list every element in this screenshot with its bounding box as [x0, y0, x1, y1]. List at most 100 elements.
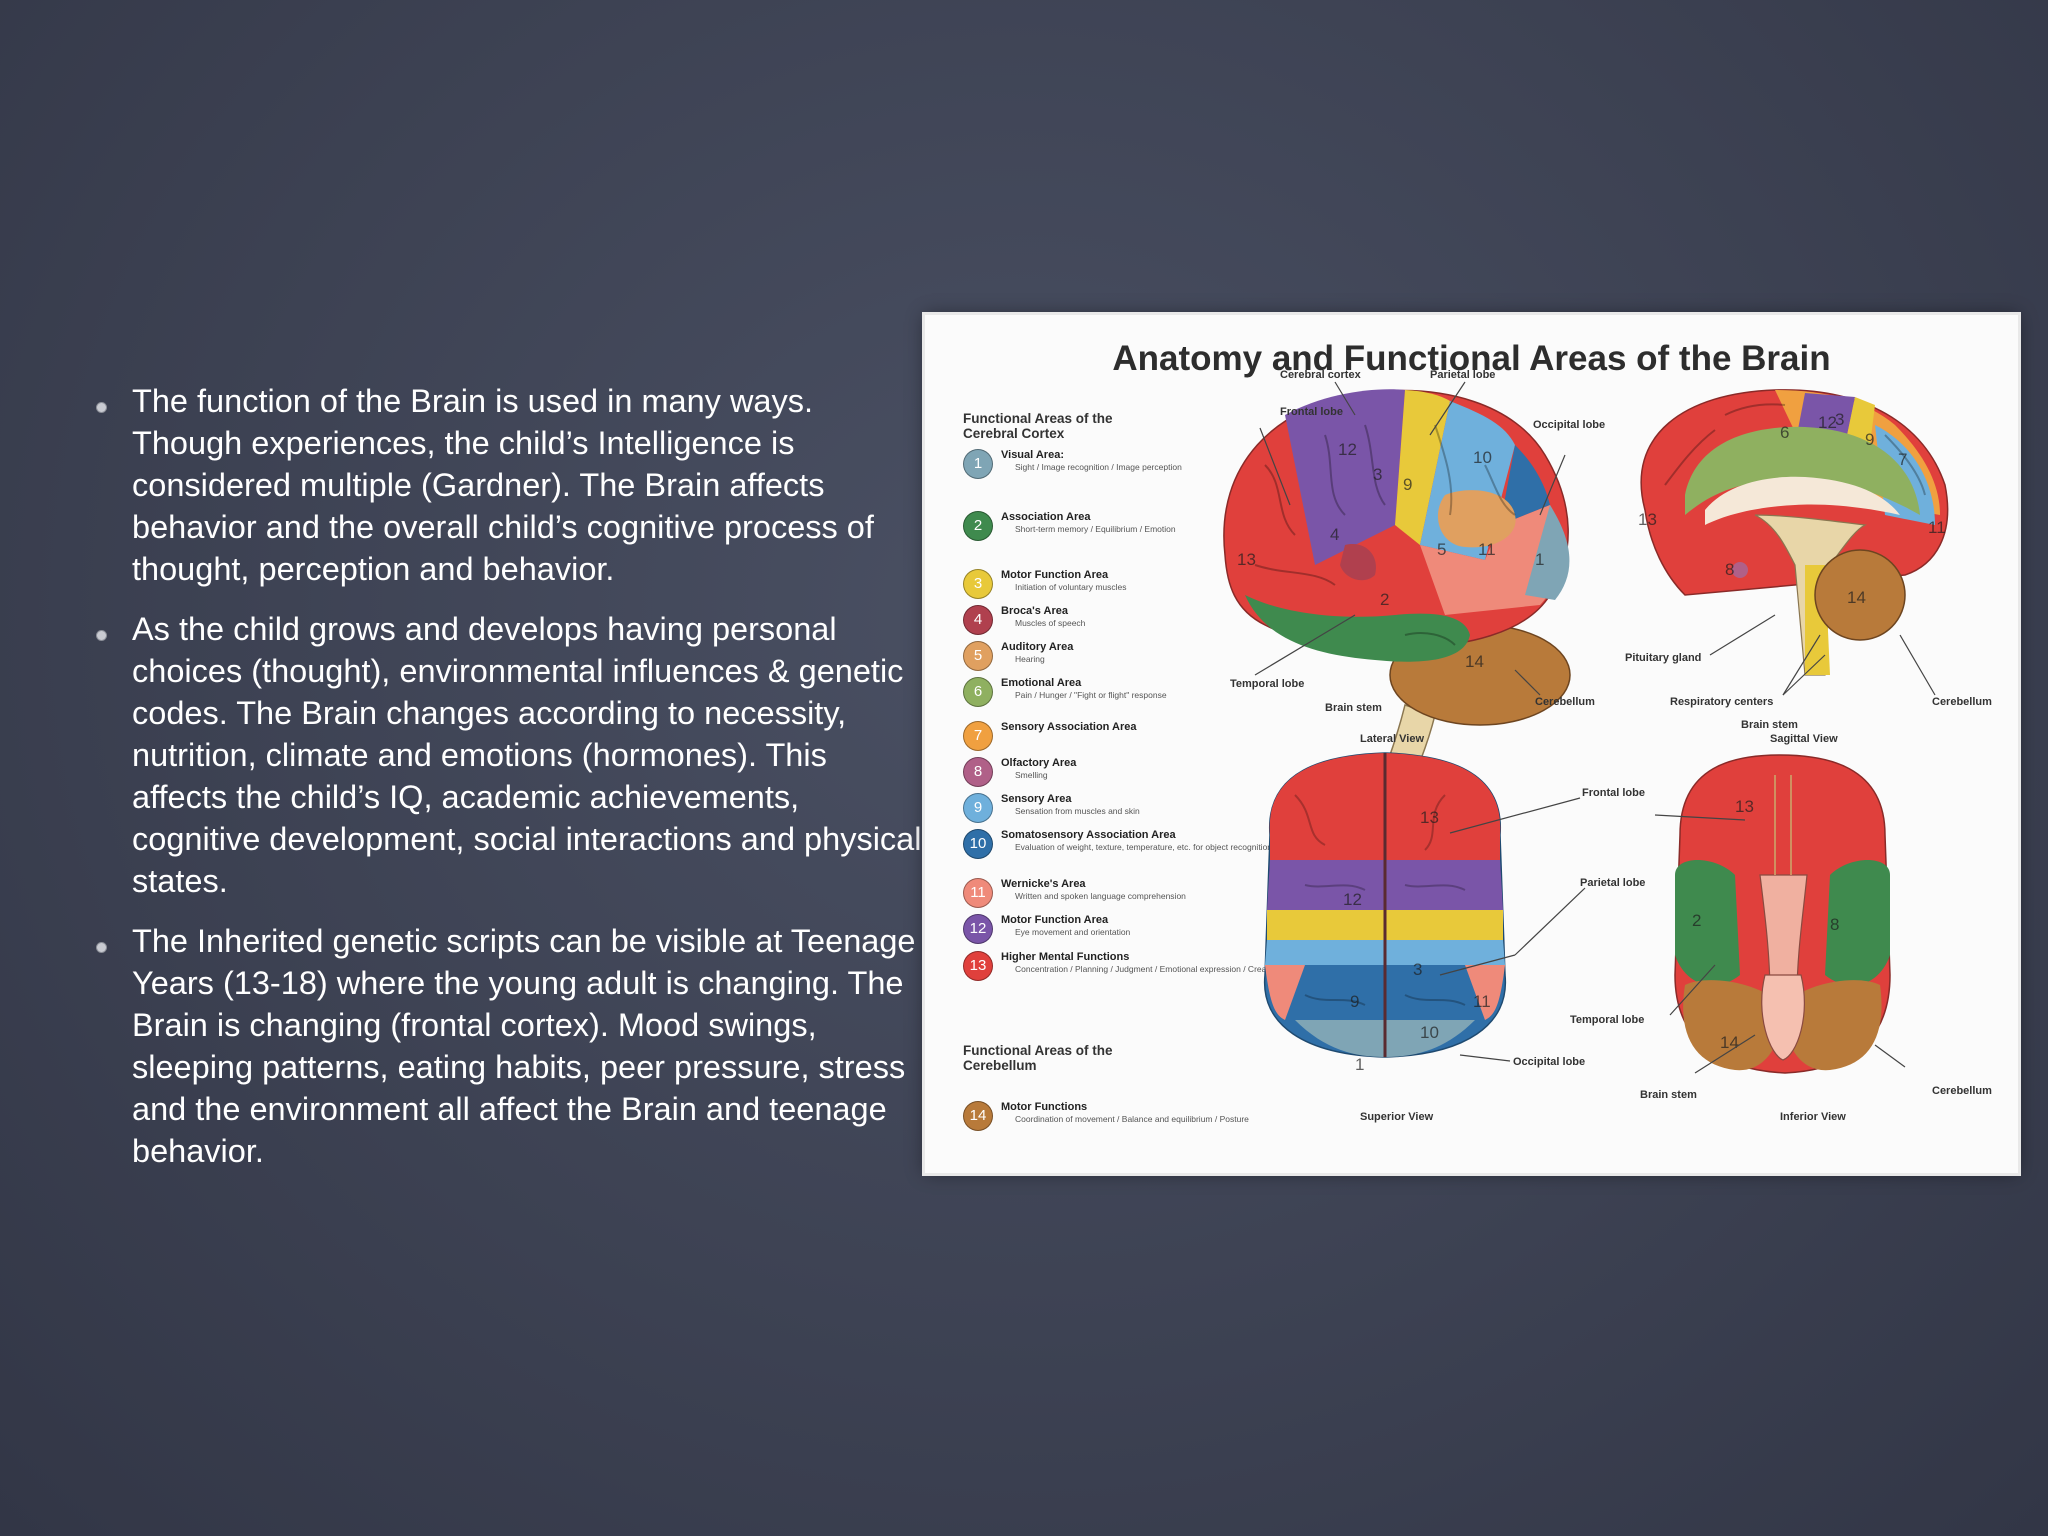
legend-number-badge: 4	[963, 605, 993, 635]
legend-number-badge: 3	[963, 569, 993, 599]
svg-text:4: 4	[1330, 525, 1339, 544]
svg-text:5: 5	[1437, 540, 1446, 559]
legend-area-description: Sensation from muscles and skin	[1015, 806, 1140, 816]
label-cerebellum-lateral: Cerebellum	[1535, 696, 1595, 708]
svg-text:11: 11	[1473, 992, 1491, 1011]
brain-anatomy-poster: Anatomy and Functional Areas of the Brai…	[925, 315, 2018, 1173]
svg-text:12: 12	[1343, 890, 1362, 909]
svg-text:13: 13	[1237, 550, 1256, 569]
label-temporal-lobe-lateral: Temporal lobe	[1230, 678, 1304, 690]
legend-number-badge: 9	[963, 793, 993, 823]
bullet-item: As the child grows and develops having p…	[96, 608, 926, 902]
legend-number-badge: 5	[963, 641, 993, 671]
legend-area-name: Olfactory Area	[1001, 757, 1077, 769]
svg-text:9: 9	[1403, 475, 1412, 494]
legend-area-description: Initiation of voluntary muscles	[1015, 582, 1127, 592]
svg-text:13: 13	[1735, 797, 1754, 816]
label-inferior-view: Inferior View	[1780, 1111, 1846, 1123]
legend-area-name: Higher Mental Functions	[1001, 951, 1130, 963]
bullet-icon	[96, 402, 107, 413]
svg-text:2: 2	[1380, 590, 1389, 609]
legend-number-badge: 8	[963, 757, 993, 787]
svg-text:3: 3	[1413, 960, 1422, 979]
legend-area-description: Evaluation of weight, texture, temperatu…	[1015, 842, 1273, 852]
svg-text:11: 11	[1478, 540, 1496, 559]
label-cerebellum-sagittal: Cerebellum	[1932, 696, 1992, 708]
svg-text:10: 10	[1473, 448, 1492, 467]
label-parietal-lobe-lateral: Parietal lobe	[1430, 369, 1495, 381]
svg-text:12: 12	[1818, 413, 1837, 432]
legend-area-name: Sensory Area	[1001, 793, 1072, 805]
legend-area-description: Muscles of speech	[1015, 618, 1086, 628]
legend-heading-cerebellum: Functional Areas of the Cerebellum	[963, 1043, 1113, 1073]
legend-area-name: Motor Function Area	[1001, 914, 1109, 926]
svg-text:12: 12	[1338, 440, 1357, 459]
legend-number-badge: 6	[963, 677, 993, 707]
svg-text:14: 14	[1847, 588, 1866, 607]
legend-number-badge: 13	[963, 951, 993, 981]
svg-text:8: 8	[1725, 560, 1734, 579]
superior-view-diagram: 13 12 3 9 11 10 1 Frontal lobe Parietal lob…	[1263, 752, 1645, 1123]
svg-text:10: 10	[1420, 1023, 1439, 1042]
svg-text:1: 1	[1355, 1055, 1364, 1074]
legend-area-name: Association Area	[1001, 511, 1091, 523]
legend-number-badge: 2	[963, 511, 993, 541]
legend-area-description: Pain / Hunger / "Fight or flight" respon…	[1015, 690, 1167, 700]
label-occipital-lobe-superior: Occipital lobe	[1513, 1056, 1585, 1068]
svg-text:7: 7	[1898, 450, 1907, 469]
svg-text:6: 6	[1780, 423, 1789, 442]
bullet-icon	[96, 942, 107, 953]
label-frontal-lobe-superior: Frontal lobe	[1582, 787, 1645, 799]
label-respiratory-centers: Respiratory centers	[1670, 696, 1773, 708]
legend-area-description: Sight / Image recognition / Image percep…	[1015, 462, 1182, 472]
label-brain-stem-sagittal: Brain stem	[1741, 719, 1798, 731]
label-frontal-lobe-lateral: Frontal lobe	[1280, 406, 1343, 418]
label-cerebellum-inferior: Cerebellum	[1932, 1085, 1992, 1097]
legend-number-badge: 12	[963, 914, 993, 944]
svg-text:9: 9	[1350, 992, 1359, 1011]
label-brain-stem-lateral: Brain stem	[1325, 702, 1382, 714]
bullet-item: The Inherited genetic scripts can be vis…	[96, 920, 926, 1172]
svg-text:1: 1	[1535, 550, 1544, 569]
svg-text:9: 9	[1865, 430, 1874, 449]
bullet-item: The function of the Brain is used in man…	[96, 380, 926, 590]
legend-heading-cortex: Functional Areas of the Cerebral Cortex	[963, 411, 1113, 441]
legend-number-badge: 14	[963, 1101, 993, 1131]
label-superior-view: Superior View	[1360, 1111, 1434, 1123]
legend-area-name: Emotional Area	[1001, 677, 1082, 689]
svg-text:3: 3	[1835, 410, 1844, 429]
legend-number-badge: 11	[963, 878, 993, 908]
legend-area-name: Somatosensory Association Area	[1001, 829, 1176, 841]
svg-text:2: 2	[1692, 911, 1701, 930]
legend-area-description: Hearing	[1015, 654, 1045, 664]
legend-area-description: Concentration / Planning / Judgment / Em…	[1015, 964, 1325, 974]
label-lateral-view: Lateral View	[1360, 733, 1424, 745]
bullet-icon	[96, 630, 107, 641]
label-sagittal-view: Sagittal View	[1770, 733, 1838, 745]
sagittal-view-diagram: 13 6 123 9 7 11 8 14 Pituitary gland Respir…	[1625, 389, 1992, 745]
label-parietal-lobe-superior: Parietal lobe	[1580, 877, 1645, 889]
legend-area-description: Eye movement and orientation	[1015, 927, 1131, 937]
poster-title: Anatomy and Functional Areas of the Brai…	[1112, 339, 1831, 378]
svg-text:11: 11	[1928, 518, 1946, 537]
legend-area-name: Broca's Area	[1001, 605, 1069, 617]
label-cerebral-cortex: Cerebral cortex	[1280, 369, 1362, 381]
svg-text:3: 3	[1373, 465, 1382, 484]
legend-area-name: Sensory Association Area	[1001, 721, 1137, 733]
label-occipital-lobe-lateral: Occipital lobe	[1533, 419, 1605, 431]
legend-area-description: Smelling	[1015, 770, 1048, 780]
label-brain-stem-inferior: Brain stem	[1640, 1089, 1697, 1101]
legend-area-name: Visual Area:	[1001, 449, 1064, 461]
label-temporal-lobe-inferior: Temporal lobe	[1570, 1014, 1644, 1026]
legend-area-name: Wernicke's Area	[1001, 878, 1086, 890]
label-pituitary-gland: Pituitary gland	[1625, 652, 1701, 664]
svg-text:13: 13	[1420, 808, 1439, 827]
legend-area-name: Motor Function Area	[1001, 569, 1109, 581]
legend-number-badge: 1	[963, 449, 993, 479]
svg-text:13: 13	[1638, 510, 1657, 529]
bullet-text: The Inherited genetic scripts can be vis…	[132, 923, 916, 1169]
svg-text:8: 8	[1830, 915, 1839, 934]
